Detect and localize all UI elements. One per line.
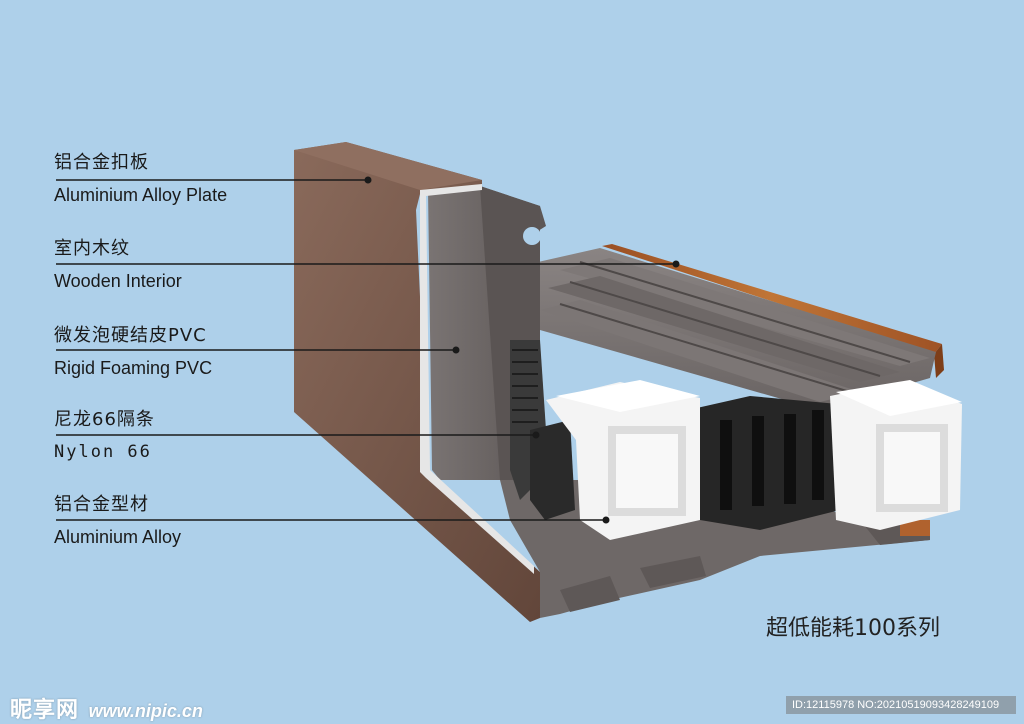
label-zh: 室内木纹 <box>54 238 130 259</box>
callout-dots <box>364 176 680 524</box>
label-wooden-interior: 室内木纹 Wooden Interior <box>54 238 182 292</box>
label-zh: 尼龙66隔条 <box>54 409 155 430</box>
label-zh: 铝合金型材 <box>54 494 149 515</box>
label-en: Aluminium Alloy Plate <box>54 185 228 205</box>
watermark-brand: 昵享网 <box>10 697 80 722</box>
wooden-interior-strip <box>602 244 944 378</box>
aluminium-profile-body <box>538 248 936 410</box>
label-zh: 铝合金扣板 <box>54 152 149 173</box>
label-en: Wooden Interior <box>54 271 182 291</box>
image-id-bar: ID:12115978 NO:20210519093428249109 <box>786 696 1016 714</box>
white-pvc-chamber-left <box>546 380 700 540</box>
label-en: Nylon 66 <box>54 442 152 462</box>
nylon-66-thermal-break <box>510 340 840 530</box>
aluminium-alloy-plate <box>294 142 540 622</box>
label-rigid-foaming-pvc: 微发泡硬结皮PVC Rigid Foaming PVC <box>54 325 212 379</box>
white-pvc-chamber-right <box>830 380 962 530</box>
watermark-logo: 昵享网 www.nipic.cn <box>10 692 203 724</box>
label-zh: 微发泡硬结皮PVC <box>54 325 207 346</box>
watermark-url: www.nipic.cn <box>88 701 203 721</box>
label-en: Rigid Foaming PVC <box>54 358 213 378</box>
series-title: 超低能耗100系列 <box>766 616 940 641</box>
label-aluminium-alloy: 铝合金型材 Aluminium Alloy <box>54 494 181 548</box>
label-en: Aluminium Alloy <box>54 527 182 547</box>
label-aluminium-alloy-plate: 铝合金扣板 Aluminium Alloy Plate <box>54 152 227 206</box>
label-nylon-66: 尼龙66隔条 Nylon 66 <box>54 409 155 463</box>
callout-lines <box>56 179 676 521</box>
